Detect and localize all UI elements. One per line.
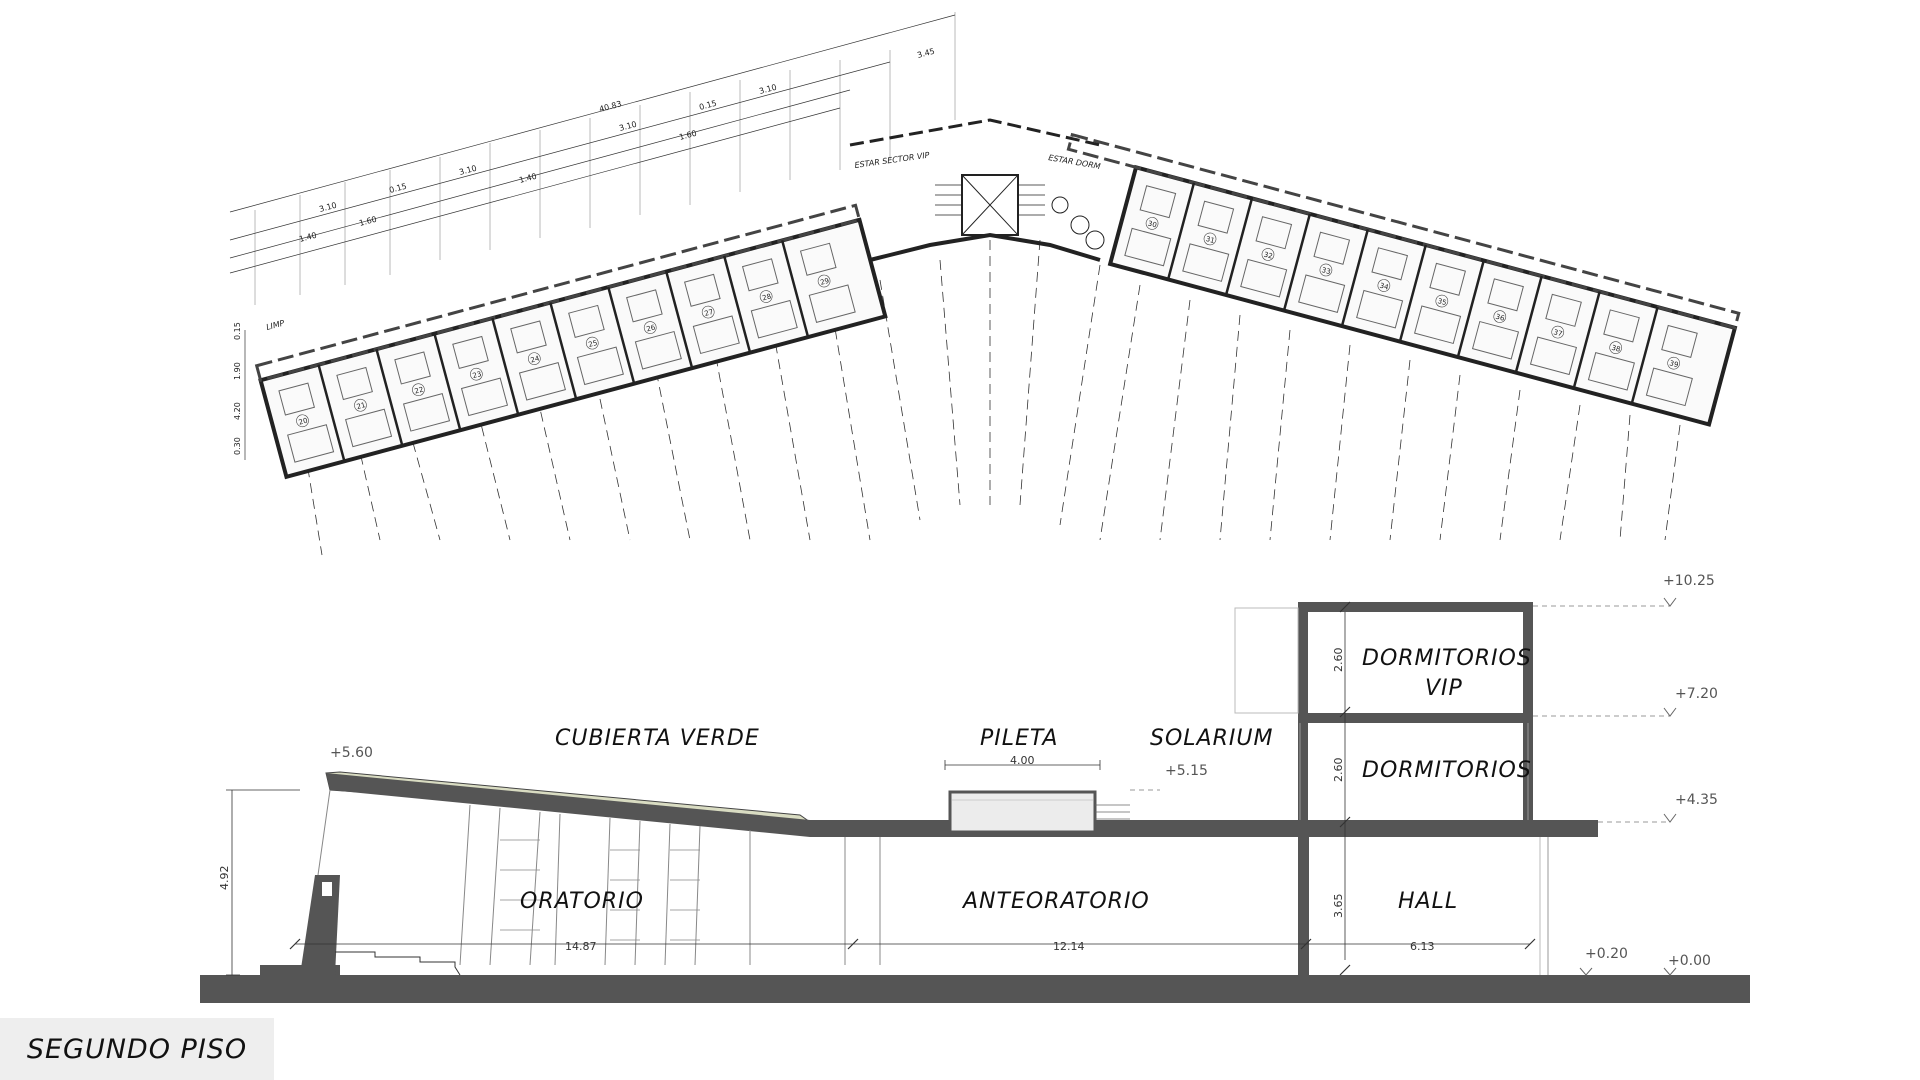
label-dormitorios: DORMITORIOS	[1362, 758, 1532, 783]
level-5-60: +5.60	[330, 745, 373, 761]
plan-dim-overall: 40.83	[598, 99, 622, 114]
room-number: 20	[298, 417, 309, 427]
plan-label-estar-vip: ESTAR SECTOR VIP	[854, 151, 930, 170]
plan-extension-lines	[254, 12, 956, 305]
plan-dimension-lines	[229, 14, 956, 460]
plan-dim-module: 3.10	[618, 120, 638, 133]
level-7-20: +7.20	[1675, 686, 1718, 702]
room-number: 37	[1553, 328, 1564, 338]
level-5-15: +5.15	[1165, 763, 1208, 779]
room-number: 25	[588, 339, 599, 349]
plan-right-wing: 30 31 32 33 34 35 36 37 38 39	[1066, 132, 1741, 427]
dim-span-hall: 6.13	[1410, 940, 1435, 953]
section-dimension-lines	[226, 612, 1530, 976]
label-hall: HALL	[1398, 889, 1458, 914]
label-anteoratorio: ANTEORATORIO	[961, 889, 1150, 914]
level-10-25: +10.25	[1663, 573, 1715, 589]
dim-span-oratorio: 14.87	[565, 940, 597, 953]
floor-plan: 20 21 22 23 24 25 26 27 28 29	[229, 12, 1741, 556]
room-number: 30	[1147, 219, 1158, 229]
dim-height-oratorio: 4.92	[218, 866, 231, 891]
room-number: 27	[704, 308, 715, 318]
room-number: 22	[414, 386, 425, 396]
caption-title: SEGUNDO PISO	[26, 1033, 248, 1065]
level-4-35: +4.35	[1675, 792, 1718, 808]
solarium-railing	[1095, 804, 1130, 820]
plan-dim-sub-a: 1.40	[518, 172, 538, 185]
level-reference-lines	[1130, 605, 1670, 823]
dim-pileta: 4.00	[1010, 754, 1035, 767]
room-number: 28	[761, 292, 772, 302]
room-number: 38	[1611, 344, 1622, 354]
room-number: 29	[819, 277, 830, 287]
room-number: 24	[530, 354, 541, 364]
label-pileta: PILETA	[980, 726, 1058, 751]
label-oratorio: ORATORIO	[520, 889, 644, 914]
level-0-00: +0.00	[1668, 953, 1711, 969]
label-vip: VIP	[1425, 676, 1463, 701]
caption-box: SEGUNDO PISO	[0, 1018, 274, 1080]
plan-dim-left-d: 0.30	[233, 437, 242, 455]
ground-slab	[200, 975, 1750, 1003]
room-number: 32	[1263, 251, 1274, 261]
dim-floor-hall: 3.65	[1332, 894, 1345, 919]
plan-dim-sub-b: 1.60	[678, 129, 698, 142]
plan-left-wing: 20 21 22 23 24 25 26 27 28 29	[254, 203, 888, 480]
plan-dim-wall: 0.15	[698, 99, 718, 112]
plan-dim-module: 3.10	[458, 164, 478, 177]
plan-dim-left-a: 0.15	[233, 322, 242, 340]
plan-label-limp: LIMP	[265, 318, 285, 332]
room-number: 26	[646, 323, 657, 333]
right-room-numbers: 30 31 32 33 34 35 36 37 38 39	[1145, 217, 1680, 370]
label-cubierta-verde: CUBIERTA VERDE	[555, 726, 760, 751]
room-number: 34	[1379, 282, 1390, 292]
room-number: 21	[356, 401, 367, 411]
room-number: 36	[1495, 313, 1506, 323]
oratorio-wall	[300, 875, 340, 975]
left-room-numbers: 20 21 22 23 24 25 26 27 28 29	[296, 274, 831, 428]
dimension-ticks	[289, 601, 1536, 976]
plan-dim-segment: 3.45	[916, 47, 936, 60]
ladder-marks	[500, 839, 700, 941]
pool	[948, 790, 1097, 834]
room-number: 35	[1437, 297, 1448, 307]
level-markers	[1579, 597, 1677, 976]
room-number: 33	[1321, 266, 1332, 276]
room-number: 31	[1205, 235, 1216, 245]
room-number: 39	[1669, 359, 1680, 369]
seating-steps	[335, 951, 461, 976]
plan-dim-sub-a: 1.40	[298, 231, 318, 244]
plan-dim-left-b: 1.90	[233, 362, 242, 380]
plan-dim-left-c: 4.20	[233, 402, 242, 420]
room-number: 23	[472, 370, 483, 380]
dim-floor-vip: 2.60	[1332, 648, 1345, 673]
plan-dim-module: 3.10	[318, 201, 338, 214]
hall-column	[1298, 837, 1309, 975]
level-0-20: +0.20	[1585, 946, 1628, 962]
plan-dim-sub-b: 1.60	[358, 215, 378, 228]
dormitory-block	[1234, 602, 1549, 975]
dim-span-anteoratorio: 12.14	[1053, 940, 1085, 953]
plan-dim-wall: 0.15	[388, 182, 408, 195]
plan-central-hub	[849, 118, 1105, 262]
sloped-roof-slab	[326, 773, 1598, 837]
label-dormitorios-vip: DORMITORIOS	[1362, 646, 1532, 671]
building-section: CUBIERTA VERDE PILETA SOLARIUM DORMITORI…	[200, 573, 1750, 1003]
dim-floor-dorm: 2.60	[1332, 758, 1345, 783]
label-solarium: SOLARIUM	[1150, 726, 1273, 751]
plan-dim-module: 3.10	[758, 83, 778, 96]
